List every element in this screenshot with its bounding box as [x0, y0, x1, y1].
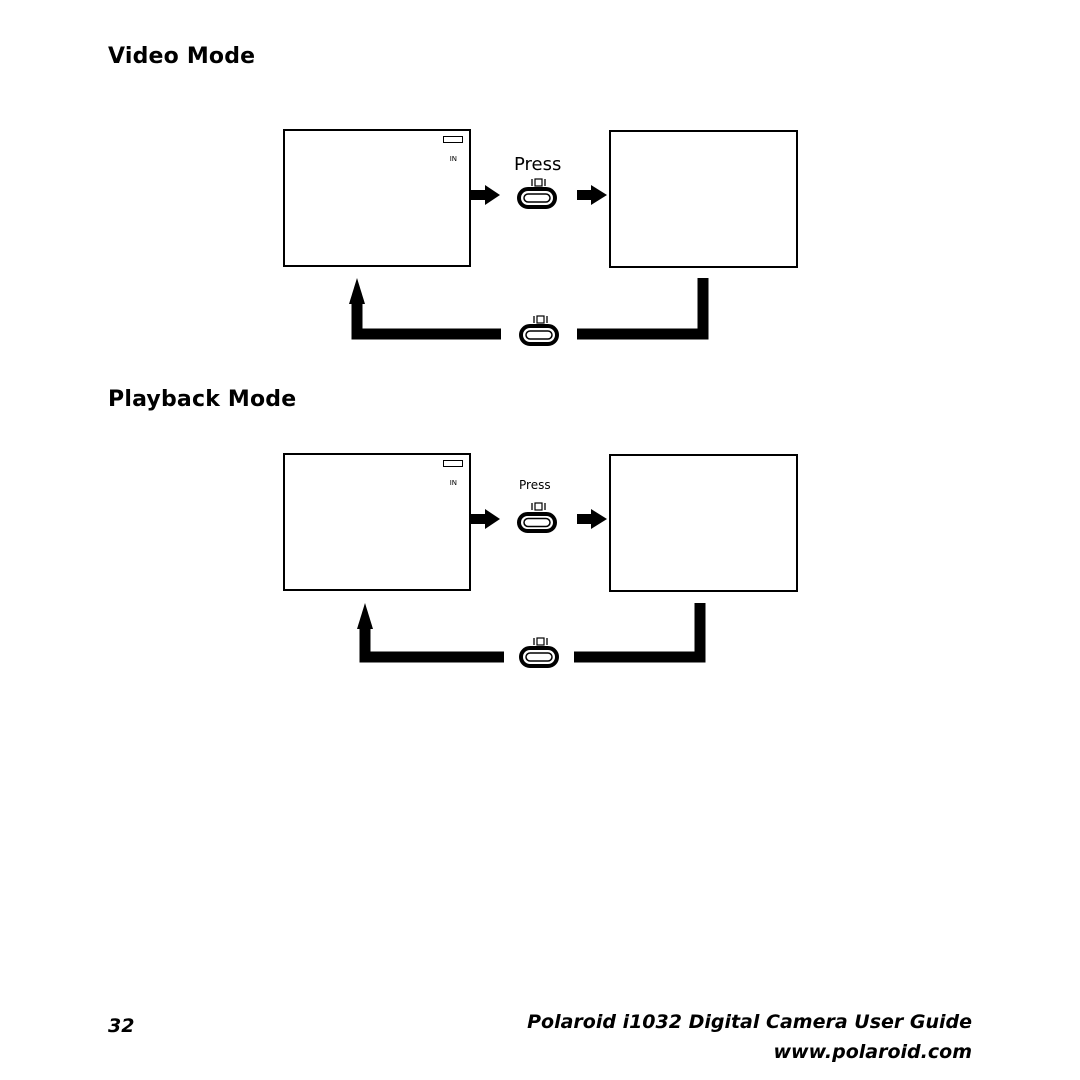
- arrow-right-icon: [471, 509, 500, 529]
- video-mode-diagram: IN Press: [0, 110, 1080, 370]
- playback-mode-diagram: IN Press: [0, 434, 1080, 694]
- lcd-screen-before: IN: [283, 129, 471, 267]
- website-url: www.polaroid.com: [773, 1041, 972, 1063]
- flow-arrows: [357, 502, 706, 668]
- arrow-right-icon: [577, 509, 607, 529]
- press-instruction: Press: [519, 478, 551, 492]
- battery-icon: [443, 136, 463, 143]
- mode-button-icon: [519, 637, 559, 668]
- lcd-screen-after: [609, 130, 798, 268]
- flow-arrows: [349, 178, 709, 346]
- return-arrow-icon: [357, 603, 706, 663]
- mode-button-icon: [517, 178, 557, 209]
- section-heading-playback-mode: Playback Mode: [108, 387, 297, 412]
- section-heading-video-mode: Video Mode: [108, 44, 256, 69]
- return-arrow-icon: [349, 278, 709, 340]
- memory-indicator: IN: [449, 155, 457, 163]
- lcd-screen-before: IN: [283, 453, 471, 591]
- press-instruction: Press: [514, 154, 562, 175]
- guide-title: Polaroid i1032 Digital Camera User Guide: [527, 1011, 972, 1033]
- mode-button-icon: [517, 502, 557, 533]
- battery-icon: [443, 460, 463, 467]
- arrow-right-icon: [471, 185, 500, 205]
- memory-indicator: IN: [449, 479, 457, 487]
- mode-button-icon: [519, 315, 559, 346]
- lcd-screen-after: [609, 454, 798, 592]
- page-number: 32: [108, 1015, 135, 1037]
- arrow-right-icon: [577, 185, 607, 205]
